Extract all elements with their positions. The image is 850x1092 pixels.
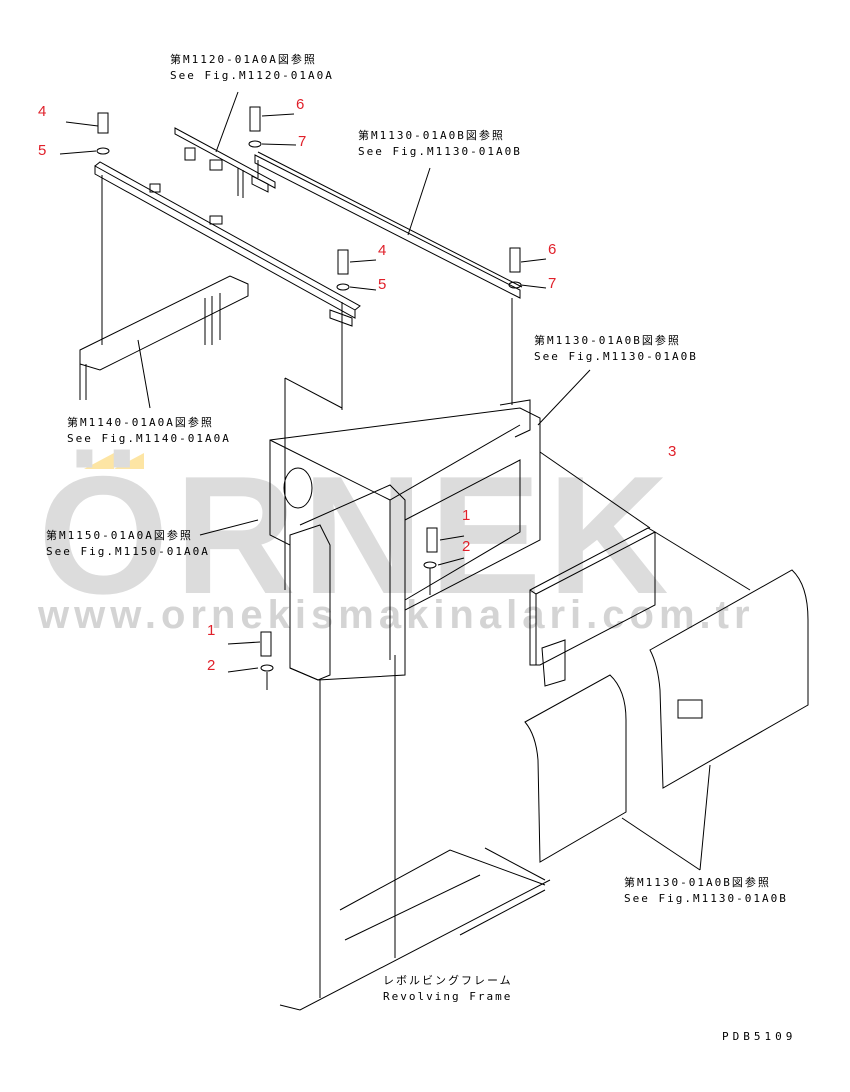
revolving-frame (279, 655, 551, 1011)
callout-6: 6 (296, 96, 305, 113)
callout-2: 2 (462, 538, 471, 555)
figure-reference-m1130-bottom: 第M1130-01A0B図参照 See Fig.M1130-01A0B (624, 876, 788, 905)
callout-4: 4 (378, 242, 387, 259)
connector-path (284, 377, 343, 590)
revolving-frame-label: レボルビングフレーム Revolving Frame (383, 974, 513, 1003)
callout-3: 3 (668, 443, 677, 460)
figure-reference-m1130-top: 第M1130-01A0B図参照 See Fig.M1130-01A0B (358, 129, 522, 158)
figure-reference-m1150: 第M1150-01A0A図参照 See Fig.M1150-01A0A (46, 529, 210, 558)
upper-left-rail (94, 161, 361, 410)
main-frame (269, 399, 541, 681)
callout-1: 1 (207, 622, 216, 639)
panel-part-3 (529, 451, 751, 687)
figure-reference-m1140: 第M1140-01A0A図参照 See Fig.M1140-01A0A (67, 416, 231, 445)
latch-icon (677, 699, 703, 719)
callout-5: 5 (38, 142, 47, 159)
callout-1: 1 (462, 507, 471, 524)
long-rail-m1130 (254, 151, 523, 405)
watermark-accent-icon (84, 453, 114, 469)
watermark-url: www.ornekismakinalari.com.tr (38, 593, 755, 637)
side-panel-right (649, 569, 809, 789)
fasteners (59, 106, 547, 690)
figure-reference-m1120: 第M1120-01A0A図参照 See Fig.M1120-01A0A (170, 53, 334, 82)
left-lower-bracket-m1140 (79, 275, 249, 400)
leader-arrows (137, 91, 711, 871)
callout-5: 5 (378, 276, 387, 293)
watermark-brand: ÖRNEK (38, 441, 675, 629)
callout-7: 7 (298, 133, 307, 150)
callout-2: 2 (207, 657, 216, 674)
small-bracket-m1120 (174, 127, 276, 198)
callout-4: 4 (38, 103, 47, 120)
side-panel-left (524, 674, 627, 863)
callout-7: 7 (548, 275, 557, 292)
watermark-accent-icon (114, 453, 144, 469)
callout-6: 6 (548, 241, 557, 258)
figure-reference-m1130-right: 第M1130-01A0B図参照 See Fig.M1130-01A0B (534, 334, 698, 363)
drawing-code: PDB5109 (722, 1030, 797, 1043)
